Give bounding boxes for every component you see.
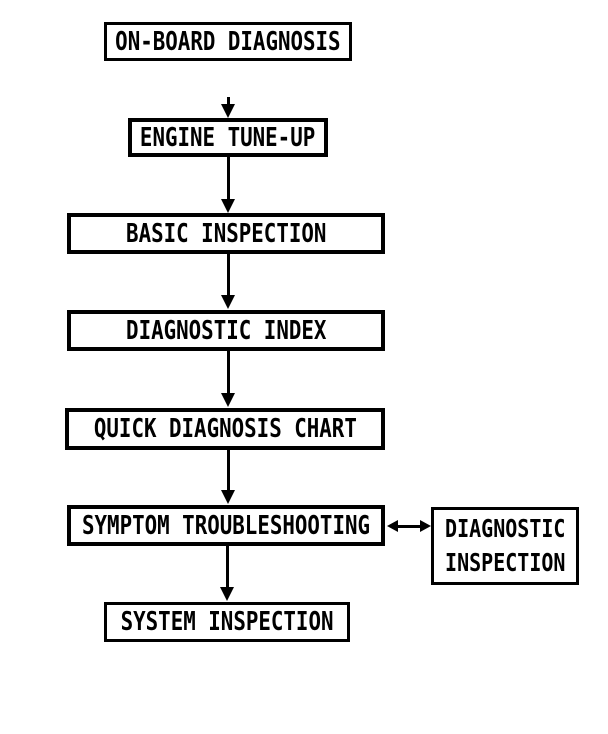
node-label-line-2: INSPECTION	[444, 548, 566, 577]
connector-onboard-to-tuneup-line	[227, 97, 230, 105]
connector-tuneup-to-basic-arrowhead	[221, 199, 235, 213]
connector-onboard-to-tuneup-arrowhead	[221, 104, 235, 118]
node-symptom-troubleshooting: SYMPTOM TROUBLESHOOTING	[67, 505, 385, 546]
node-quick-diagnosis-chart: QUICK DIAGNOSIS CHART	[65, 408, 385, 450]
connector-basic-to-index-arrowhead	[221, 295, 235, 309]
node-system-inspection: SYSTEM INSPECTION	[104, 602, 350, 642]
connector-basic-to-index-line	[227, 254, 230, 296]
connector-symptom-diagnostic-line	[396, 525, 424, 528]
node-label: DIAGNOSTIC INSPECTION	[445, 512, 565, 580]
node-engine-tune-up: ENGINE TUNE-UP	[128, 118, 328, 157]
connector-symptom-to-system-arrowhead	[220, 587, 234, 601]
node-label: BASIC INSPECTION	[125, 218, 327, 249]
node-label: SYMPTOM TROUBLESHOOTING	[81, 510, 371, 541]
connector-index-to-quick-arrowhead	[221, 393, 235, 407]
connector-tuneup-to-basic-line	[227, 157, 230, 200]
node-label: DIAGNOSTIC INDEX	[125, 315, 327, 346]
node-label: ENGINE TUNE-UP	[140, 122, 316, 153]
node-basic-inspection: BASIC INSPECTION	[67, 213, 385, 254]
node-label: QUICK DIAGNOSIS CHART	[93, 414, 357, 444]
connector-quick-to-symptom-arrowhead	[221, 490, 235, 504]
node-label: ON-BOARD DIAGNOSIS	[115, 26, 341, 57]
connector-symptom-to-system-line	[226, 546, 229, 588]
connector-symptom-diagnostic-right-arrowhead	[420, 520, 431, 532]
node-label-line-1: DIAGNOSTIC	[444, 514, 566, 543]
node-on-board-diagnosis: ON-BOARD DIAGNOSIS	[104, 22, 352, 61]
node-diagnostic-index: DIAGNOSTIC INDEX	[67, 310, 385, 351]
node-diagnostic-inspection: DIAGNOSTIC INSPECTION	[431, 507, 579, 585]
connector-symptom-diagnostic-left-arrowhead	[387, 520, 398, 532]
node-label: SYSTEM INSPECTION	[120, 607, 334, 637]
connector-quick-to-symptom-line	[227, 450, 230, 491]
connector-index-to-quick-line	[227, 351, 230, 394]
